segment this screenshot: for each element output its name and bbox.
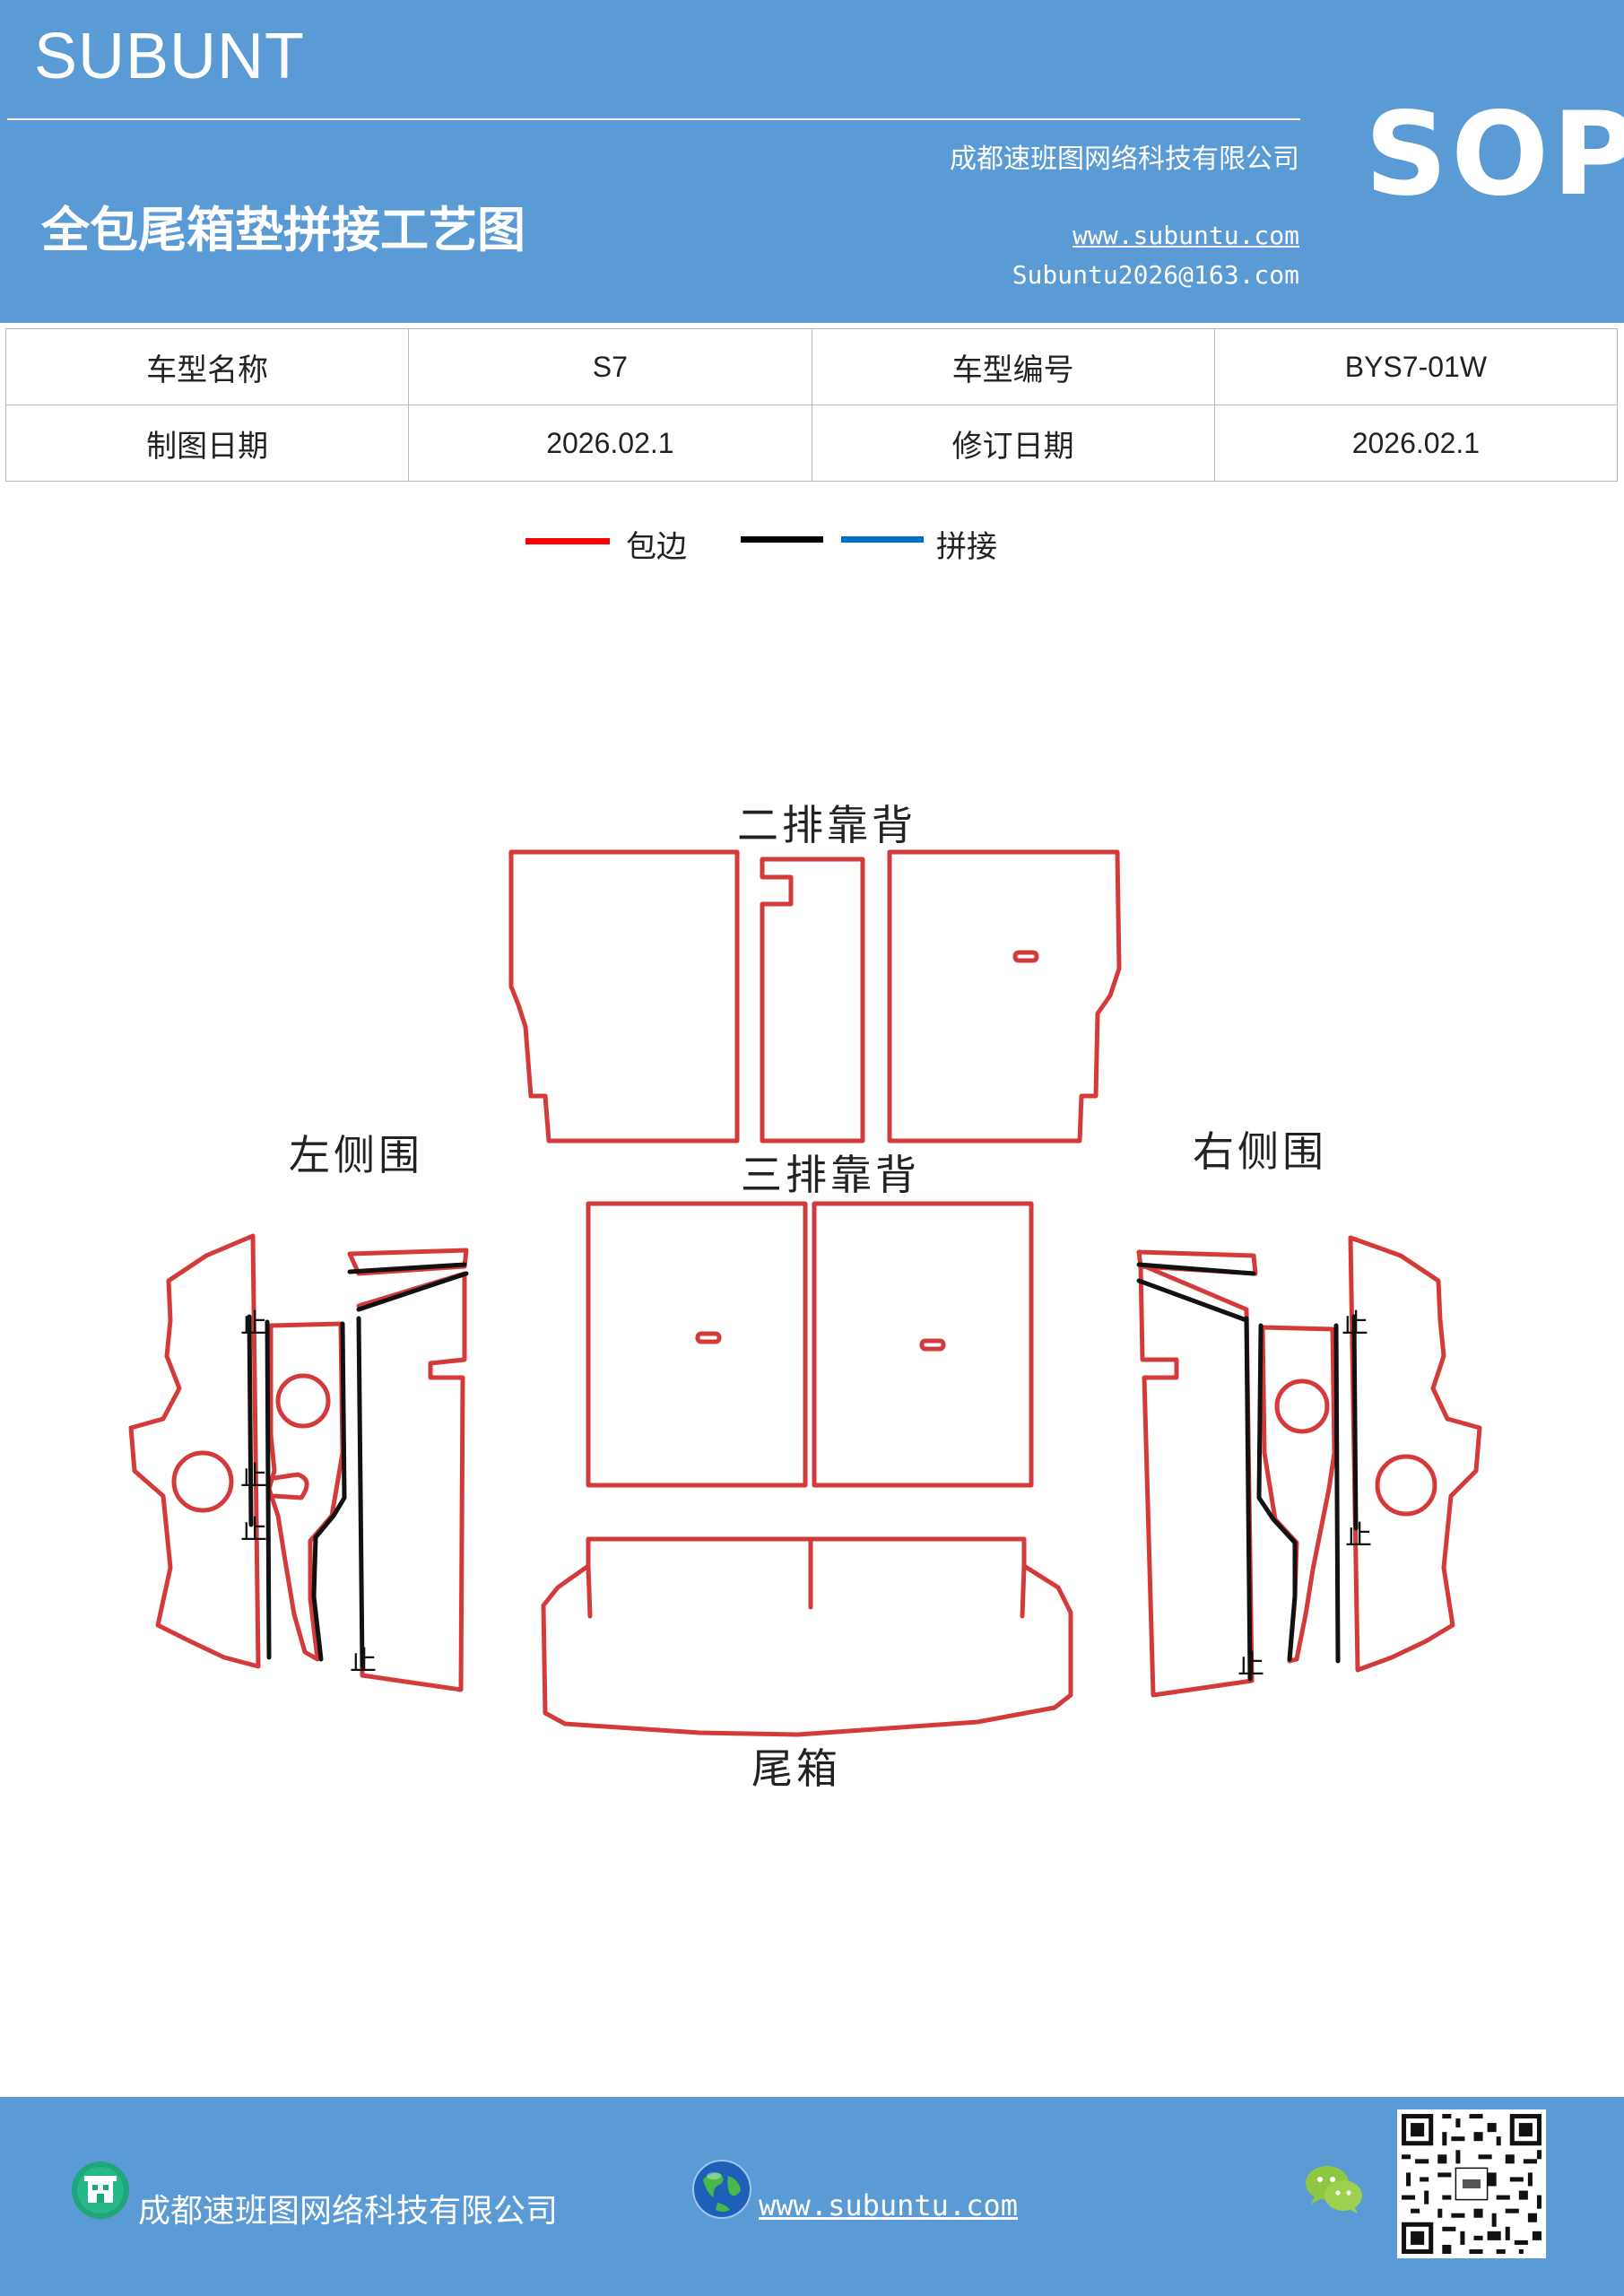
stop-mark: 止 bbox=[240, 1461, 267, 1492]
third-row-back-left-panel bbox=[586, 1201, 808, 1488]
right-side-hole-large bbox=[1375, 1454, 1437, 1517]
table-row: 车型名称 S7 车型编号 BYS7-01W bbox=[4, 328, 1619, 405]
vehicle-info-table: 车型名称 S7 车型编号 BYS7-01W 制图日期 2026.02.1 修订日… bbox=[4, 328, 1619, 482]
third-row-slot-right bbox=[919, 1338, 946, 1352]
right-seam-line-6 bbox=[1136, 1278, 1249, 1323]
left-seam-line-5 bbox=[347, 1262, 467, 1274]
second-row-slot bbox=[1012, 950, 1039, 963]
table-cell-label: 车型编号 bbox=[811, 328, 1215, 405]
third-row-slot-left bbox=[695, 1331, 722, 1344]
company-name: 成都速班图网络科技有限公司 bbox=[950, 144, 1299, 175]
legend-label-edge: 包边 bbox=[626, 529, 687, 565]
right-seam-line-2 bbox=[1333, 1323, 1341, 1664]
label-third-row-back: 三排靠背 bbox=[741, 1151, 920, 1199]
label-left-side: 左侧围 bbox=[289, 1131, 423, 1179]
left-seam-line-4 bbox=[356, 1316, 365, 1669]
table-cell-label: 修订日期 bbox=[811, 404, 1215, 482]
right-seam-line-3 bbox=[1256, 1323, 1298, 1662]
legend-label-seam: 拼接 bbox=[936, 529, 997, 565]
label-second-row-back: 二排靠背 bbox=[737, 801, 916, 849]
trunk-floor-panel bbox=[541, 1536, 1073, 1737]
trunk-seam-right bbox=[1020, 1563, 1027, 1619]
header-banner bbox=[0, 0, 1624, 323]
trunk-seam-left bbox=[586, 1563, 593, 1619]
right-side-outer-panel bbox=[1348, 1235, 1482, 1673]
stop-mark: 止 bbox=[350, 1646, 377, 1677]
left-seam-line-1 bbox=[247, 1314, 254, 1527]
qr-code bbox=[1397, 2109, 1546, 2258]
stop-mark: 止 bbox=[1238, 1649, 1264, 1681]
brand-name: SUBUNT bbox=[34, 21, 306, 92]
second-row-back-middle-panel bbox=[760, 857, 865, 1144]
table-cell-label: 制图日期 bbox=[4, 404, 410, 482]
table-cell-label: 车型名称 bbox=[4, 328, 410, 405]
right-side-tall-panel bbox=[1138, 1262, 1255, 1698]
right-side-inner-panel bbox=[1260, 1325, 1337, 1664]
right-side-hole-small bbox=[1274, 1378, 1330, 1434]
left-side-hole-large bbox=[171, 1450, 234, 1513]
third-row-back-right-panel bbox=[812, 1201, 1034, 1488]
trunk-mat-diagram: 止 止 止 止 止 止 止 二排靠背 三排靠背 左侧围 右侧围 尾箱 bbox=[128, 801, 1482, 1793]
table-cell-value: 2026.02.1 bbox=[408, 404, 812, 482]
page-title: 全包尾箱垫拼接工艺图 bbox=[41, 201, 525, 258]
table-cell-value: 2026.02.1 bbox=[1213, 404, 1619, 482]
left-seam-line-6 bbox=[356, 1271, 469, 1312]
second-row-back-right-panel bbox=[887, 849, 1122, 1144]
left-side-slot bbox=[272, 1472, 309, 1500]
left-side-outer-panel bbox=[128, 1233, 261, 1669]
left-seam-line-3 bbox=[311, 1321, 347, 1662]
stop-mark: 止 bbox=[1342, 1309, 1368, 1340]
legend-swatch-seam-blue bbox=[841, 536, 924, 543]
footer-company-name: 成都速班图网络科技有限公司 bbox=[138, 2193, 559, 2230]
email-link[interactable]: Subuntu2026@163.com bbox=[1012, 260, 1299, 290]
table-cell-value: S7 bbox=[408, 328, 812, 405]
right-seam-line-4 bbox=[1244, 1316, 1253, 1682]
right-seam-line-5 bbox=[1136, 1262, 1256, 1276]
label-trunk: 尾箱 bbox=[751, 1744, 841, 1793]
table-cell-value: BYS7-01W bbox=[1213, 328, 1619, 405]
building-icon bbox=[72, 2161, 129, 2219]
website-link[interactable]: www.subuntu.com bbox=[1073, 221, 1299, 250]
stop-mark: 止 bbox=[1345, 1520, 1372, 1552]
footer-website-link[interactable]: www.subuntu.com bbox=[759, 2188, 1018, 2222]
right-seam-line-1 bbox=[1351, 1314, 1359, 1531]
label-right-side: 右侧围 bbox=[1193, 1127, 1327, 1176]
wechat-icon bbox=[1306, 2166, 1362, 2213]
header-divider bbox=[7, 118, 1300, 120]
second-row-back-left-panel bbox=[508, 849, 740, 1144]
left-seam-line-2 bbox=[265, 1319, 272, 1660]
table-row: 制图日期 2026.02.1 修订日期 2026.02.1 bbox=[4, 404, 1619, 482]
stop-mark: 止 bbox=[240, 1515, 267, 1546]
left-side-tall-panel bbox=[356, 1271, 467, 1692]
legend-swatch-seam-black bbox=[741, 536, 823, 543]
legend-swatch-edge bbox=[525, 538, 610, 544]
sop-badge: SOP bbox=[1365, 88, 1624, 222]
stop-mark: 止 bbox=[240, 1309, 267, 1340]
globe-icon bbox=[692, 2160, 751, 2219]
left-side-hole-small bbox=[275, 1373, 331, 1429]
